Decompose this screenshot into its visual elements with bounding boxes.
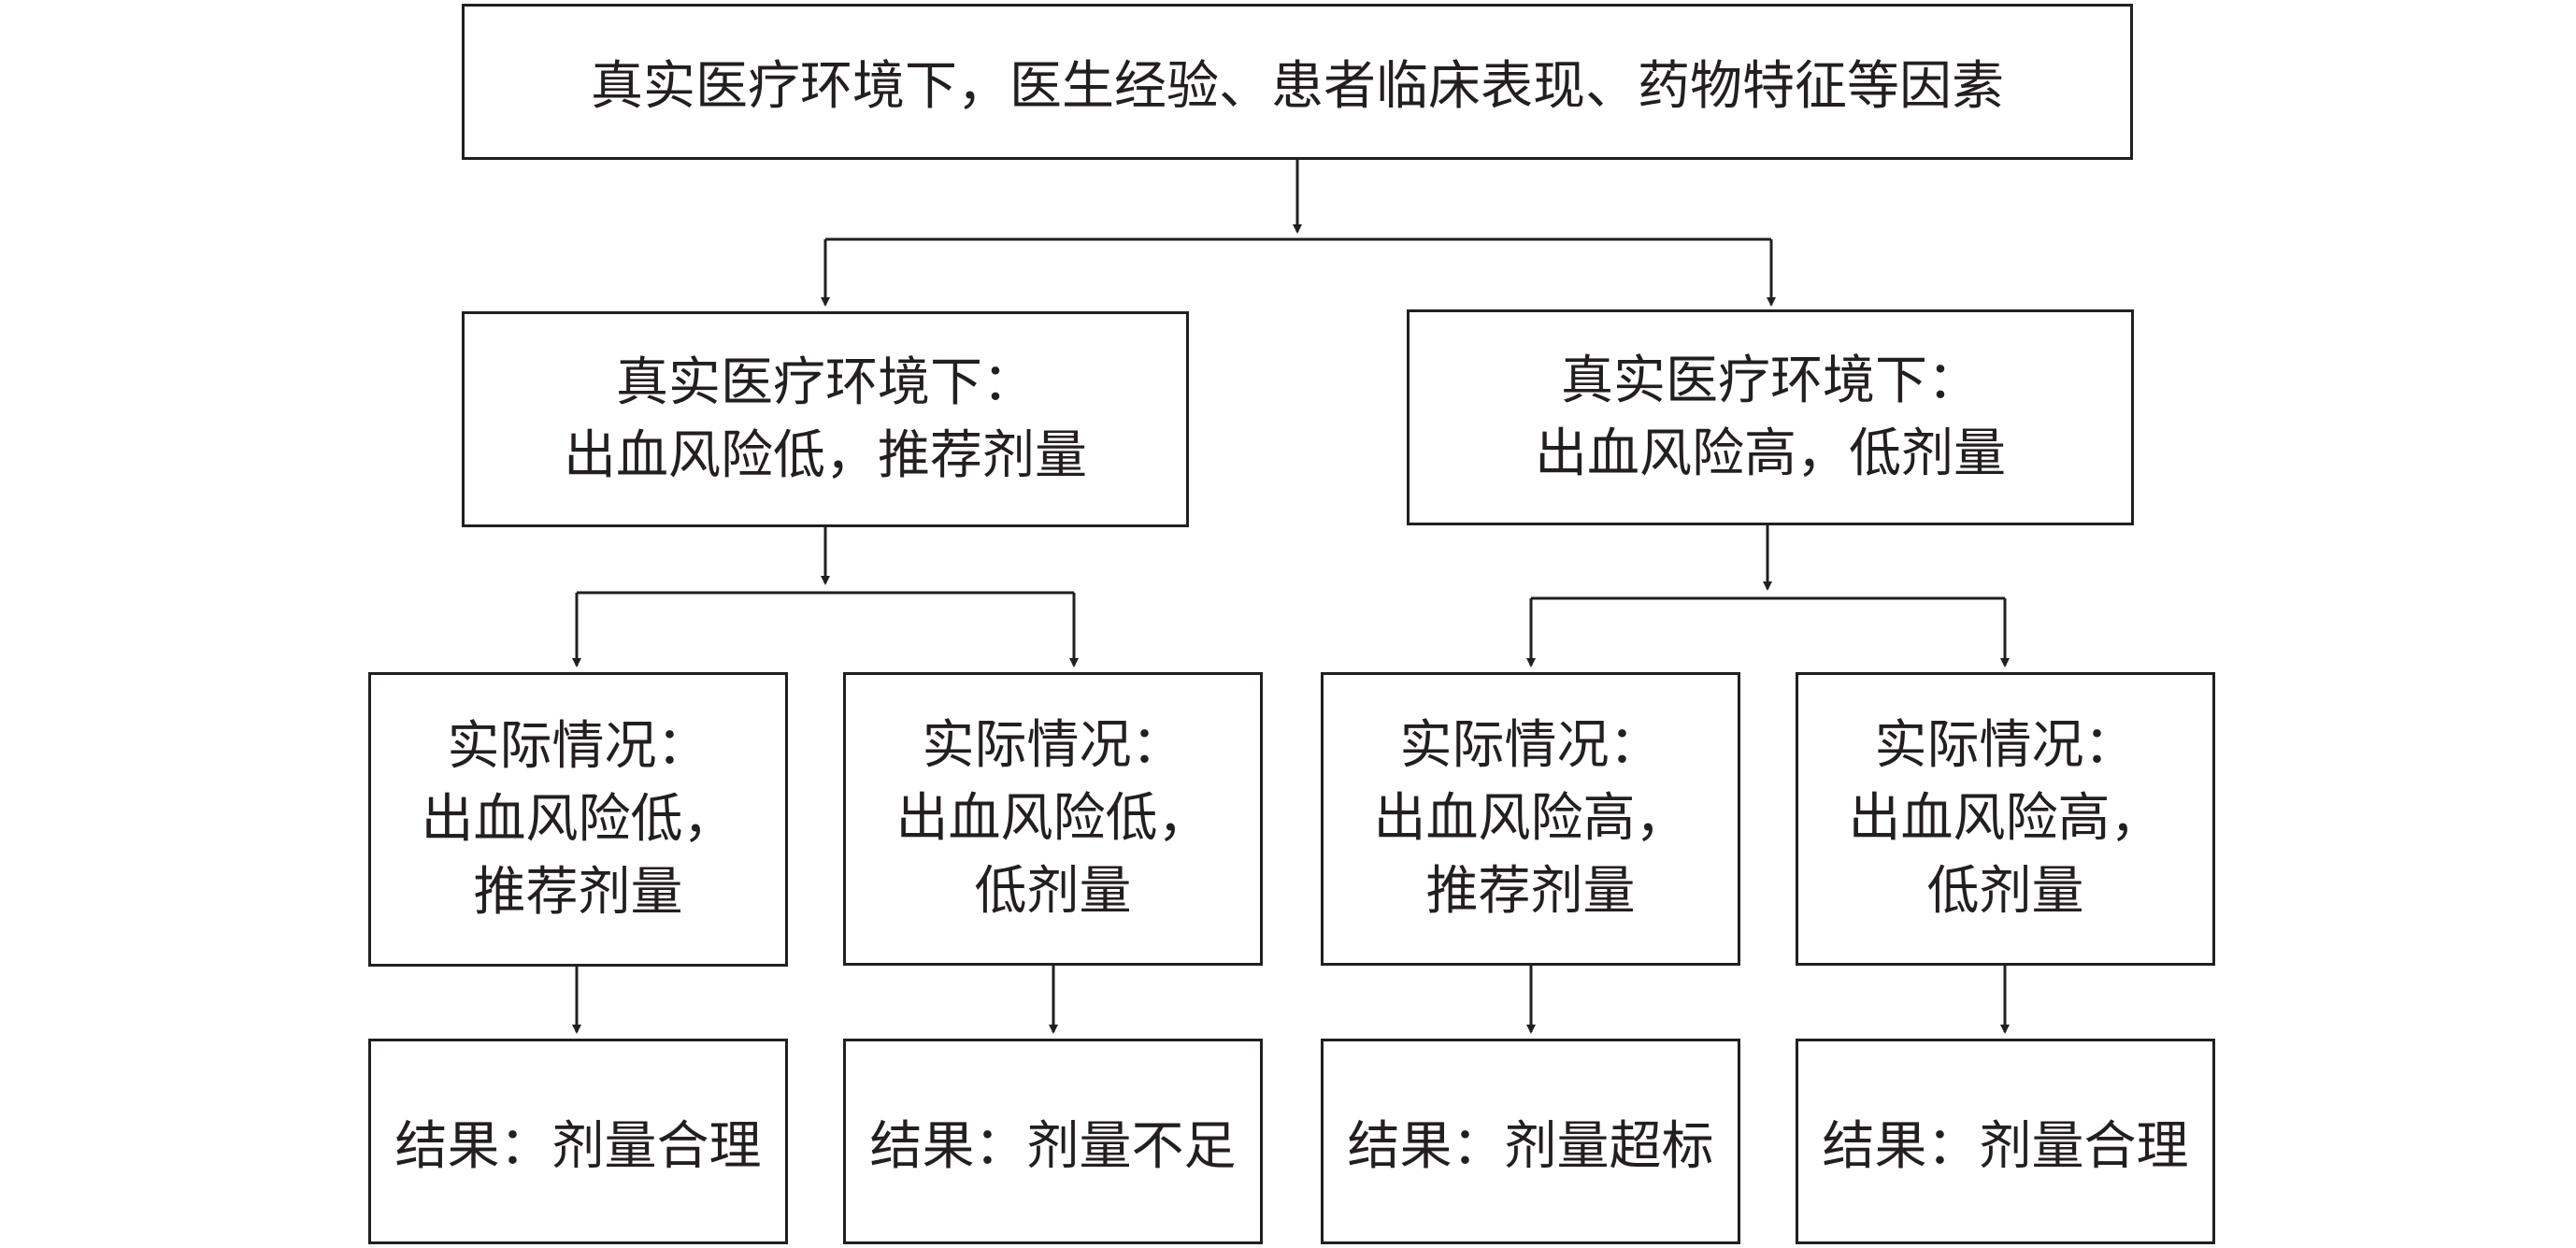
high-risk-assessment-line2: 出血风险高，低剂量: [1535, 423, 2006, 484]
high-risk-assessment-line1: 真实医疗环境下：: [1561, 350, 1980, 411]
low-risk-assessment-line1: 真实医疗环境下：: [616, 351, 1035, 413]
actual-situation-1-line2: 出血风险低，: [421, 788, 736, 850]
actual-situation-box-1: 实际情况： 出血风险低， 推荐剂量: [368, 672, 788, 967]
actual-situation-3-line3: 推荐剂量: [1425, 861, 1636, 922]
result-box-2: 结果：剂量不足: [843, 1039, 1263, 1244]
high-risk-assessment-box: 真实医疗环境下： 出血风险高，低剂量: [1407, 309, 2134, 525]
result-box-4: 结果：剂量合理: [1796, 1039, 2215, 1244]
low-risk-assessment-box: 真实医疗环境下： 出血风险低，推荐剂量: [462, 311, 1189, 527]
low-risk-assessment-line2: 出血风险低，推荐剂量: [564, 424, 1087, 486]
actual-situation-3-line2: 出血风险高，: [1373, 788, 1688, 849]
result-box-3: 结果：剂量超标: [1321, 1039, 1740, 1244]
actual-situation-1-line1: 实际情况：: [447, 715, 709, 777]
result-3-text: 结果：剂量超标: [1347, 1115, 1714, 1177]
actual-situation-2-line1: 实际情况：: [922, 715, 1184, 776]
actual-situation-box-3: 实际情况： 出血风险高， 推荐剂量: [1321, 672, 1740, 966]
actual-situation-4-line3: 低剂量: [1926, 861, 2084, 922]
result-4-text: 结果：剂量合理: [1822, 1115, 2189, 1177]
actual-situation-2-line3: 低剂量: [974, 861, 1132, 922]
actual-situation-box-2: 实际情况： 出血风险低， 低剂量: [843, 672, 1263, 966]
root-factors-text: 真实医疗环境下，医生经验、患者临床表现、药物特征等因素: [591, 56, 2004, 117]
actual-situation-2-line2: 出血风险低，: [895, 788, 1210, 849]
actual-situation-3-line1: 实际情况：: [1399, 715, 1662, 776]
root-factors-box: 真实医疗环境下，医生经验、患者临床表现、药物特征等因素: [462, 4, 2133, 160]
actual-situation-box-4: 实际情况： 出血风险高， 低剂量: [1796, 672, 2215, 966]
result-2-text: 结果：剂量不足: [869, 1115, 1237, 1177]
result-1-text: 结果：剂量合理: [394, 1115, 762, 1177]
result-box-1: 结果：剂量合理: [368, 1039, 788, 1244]
actual-situation-1-line3: 推荐剂量: [473, 861, 683, 923]
actual-situation-4-line2: 出血风险高，: [1848, 788, 2163, 849]
actual-situation-4-line1: 实际情况：: [1874, 715, 2137, 776]
